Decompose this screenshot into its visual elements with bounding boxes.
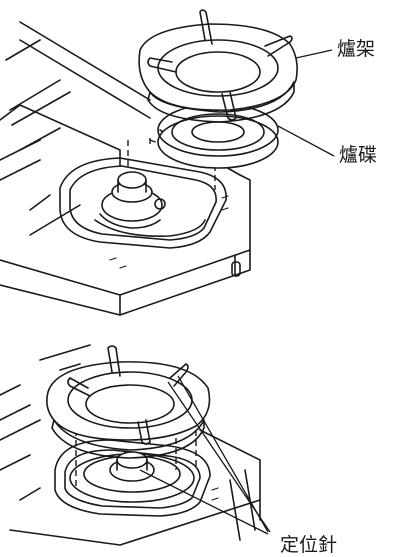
locating-pins-label: 定位針 (280, 534, 338, 556)
assembled-view (0, 344, 271, 546)
pin-leader-line-2 (167, 381, 271, 533)
burner-grate-installed (46, 345, 211, 459)
burner-well-top (59, 157, 227, 249)
burner-grate-label: 爐架 (337, 38, 376, 60)
pin-leader-line-3 (139, 469, 269, 535)
burner-grate (138, 9, 298, 123)
grate-leader-line (295, 49, 333, 59)
stove-body-bottom (0, 344, 261, 546)
exploded-view (0, 9, 335, 316)
stove-body-top (0, 21, 251, 316)
tray-leader-line (277, 125, 335, 157)
burner-tray-label: 爐碟 (339, 144, 378, 166)
burner-tray (157, 103, 279, 169)
burner-head-top (99, 171, 166, 229)
burner-head-bottom (109, 451, 155, 482)
